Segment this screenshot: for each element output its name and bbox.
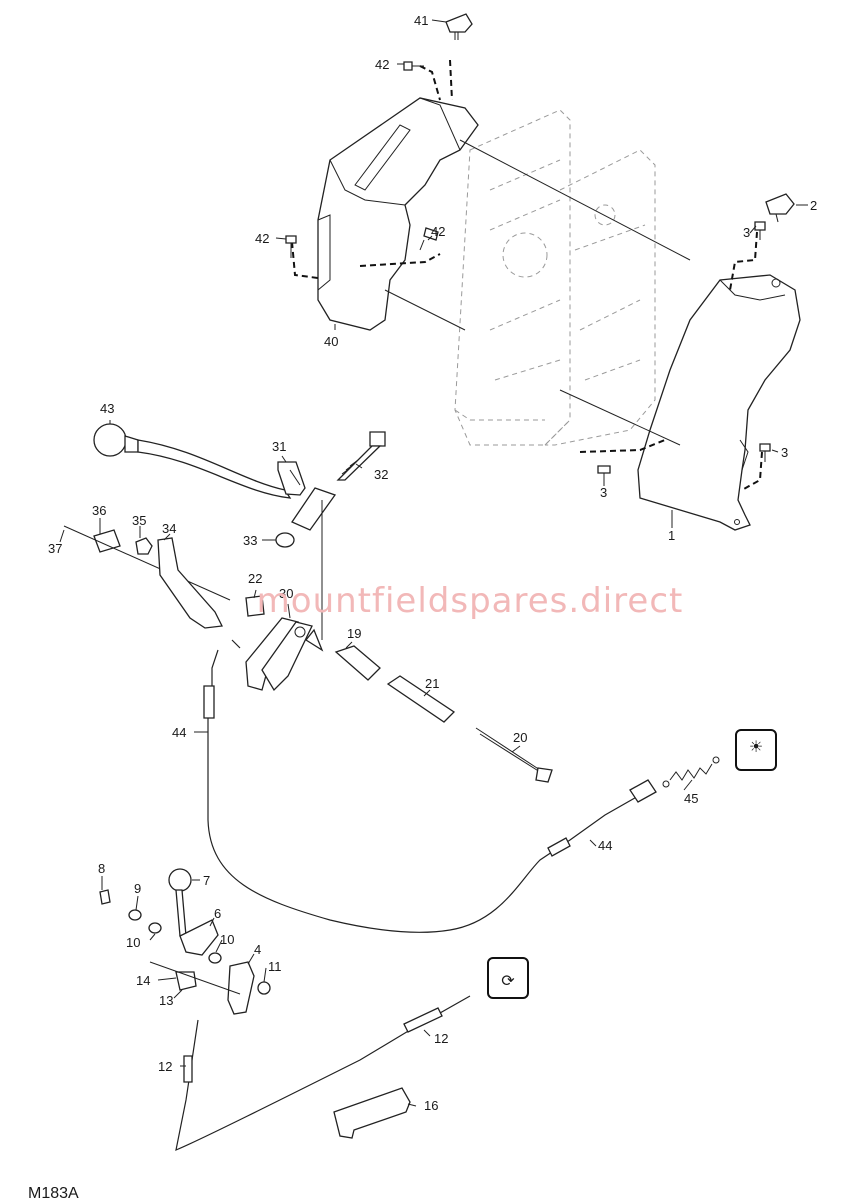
callout-31: 31 <box>272 439 286 454</box>
callout-9: 9 <box>134 881 141 896</box>
switch-part-36 <box>63 525 231 601</box>
callout-44: 44 <box>172 725 186 740</box>
right-cover-part-1 <box>637 274 801 531</box>
callout-11: 11 <box>268 959 282 974</box>
watermark: mountfieldspares.direct <box>257 581 684 621</box>
callout-13: 13 <box>159 993 173 1008</box>
bush-part-22 <box>245 595 265 617</box>
callout-19: 19 <box>347 626 361 641</box>
callout-7: 7 <box>203 873 210 888</box>
callout-16: 16 <box>424 1098 438 1113</box>
callout-30: 30 <box>279 586 293 601</box>
cable-part-44 <box>203 639 657 933</box>
leader-lines <box>59 19 808 1107</box>
bolt-part-32 <box>336 431 386 481</box>
link-plates-part-30 <box>245 617 313 692</box>
callout-labels: 41 42 2 3 42 42 40 43 31 32 3 3 1 36 35 … <box>48 13 817 1113</box>
callout-45: 45 <box>684 791 698 806</box>
callout-41: 41 <box>414 13 428 28</box>
callout-2: 2 <box>810 198 817 213</box>
svg-text:⟳: ⟳ <box>501 973 515 990</box>
callout-8: 8 <box>98 861 105 876</box>
callout-36: 36 <box>92 503 106 518</box>
callout-1: 1 <box>668 528 675 543</box>
screws <box>285 61 771 480</box>
callout-33: 33 <box>243 533 257 548</box>
callout-4: 4 <box>254 942 261 957</box>
callout-42: 42 <box>255 231 269 246</box>
bracket-part-31 <box>277 461 306 496</box>
left-cover-part-40 <box>317 97 479 331</box>
spring-part-45 <box>662 756 720 788</box>
callout-14: 14 <box>136 973 150 988</box>
callout-3: 3 <box>743 225 750 240</box>
callout-10: 10 <box>126 935 140 950</box>
callout-6: 6 <box>214 906 221 921</box>
callout-3: 3 <box>600 485 607 500</box>
svg-text:☀: ☀ <box>749 739 763 756</box>
tube-part-21 <box>386 675 456 723</box>
knob-cap-part-41 <box>445 13 473 40</box>
callout-44: 44 <box>598 838 612 853</box>
callout-42: 42 <box>431 224 445 239</box>
callout-40: 40 <box>324 334 338 349</box>
callout-12: 12 <box>158 1059 172 1074</box>
callout-32: 32 <box>374 467 388 482</box>
callout-37: 37 <box>48 541 62 556</box>
bolt-part-20 <box>475 727 553 783</box>
callout-10: 10 <box>220 932 234 947</box>
callout-21: 21 <box>425 676 439 691</box>
callout-34: 34 <box>162 521 176 536</box>
alignment-lines <box>291 59 763 491</box>
callout-3: 3 <box>781 445 788 460</box>
bracket-part-34 <box>157 537 223 629</box>
knob-cap-part-2 <box>765 193 795 223</box>
chute-rotate-icon: ⟳ <box>487 957 529 999</box>
drawing-code: M183A <box>28 1185 79 1200</box>
nut-part-35 <box>135 537 153 555</box>
dashboard-panel-ghost <box>454 109 656 446</box>
callout-22: 22 <box>248 571 262 586</box>
lower-lever-assembly <box>99 868 471 1151</box>
sleeve-part-33 <box>275 487 337 652</box>
callout-42: 42 <box>375 57 389 72</box>
callout-35: 35 <box>132 513 146 528</box>
callout-12: 12 <box>434 1031 448 1046</box>
lever-knob-part-43 <box>93 423 292 499</box>
spacer-part-19 <box>334 645 381 681</box>
callout-20: 20 <box>513 730 527 745</box>
callout-43: 43 <box>100 401 114 416</box>
drive-engage-icon: ☀ <box>735 729 777 771</box>
